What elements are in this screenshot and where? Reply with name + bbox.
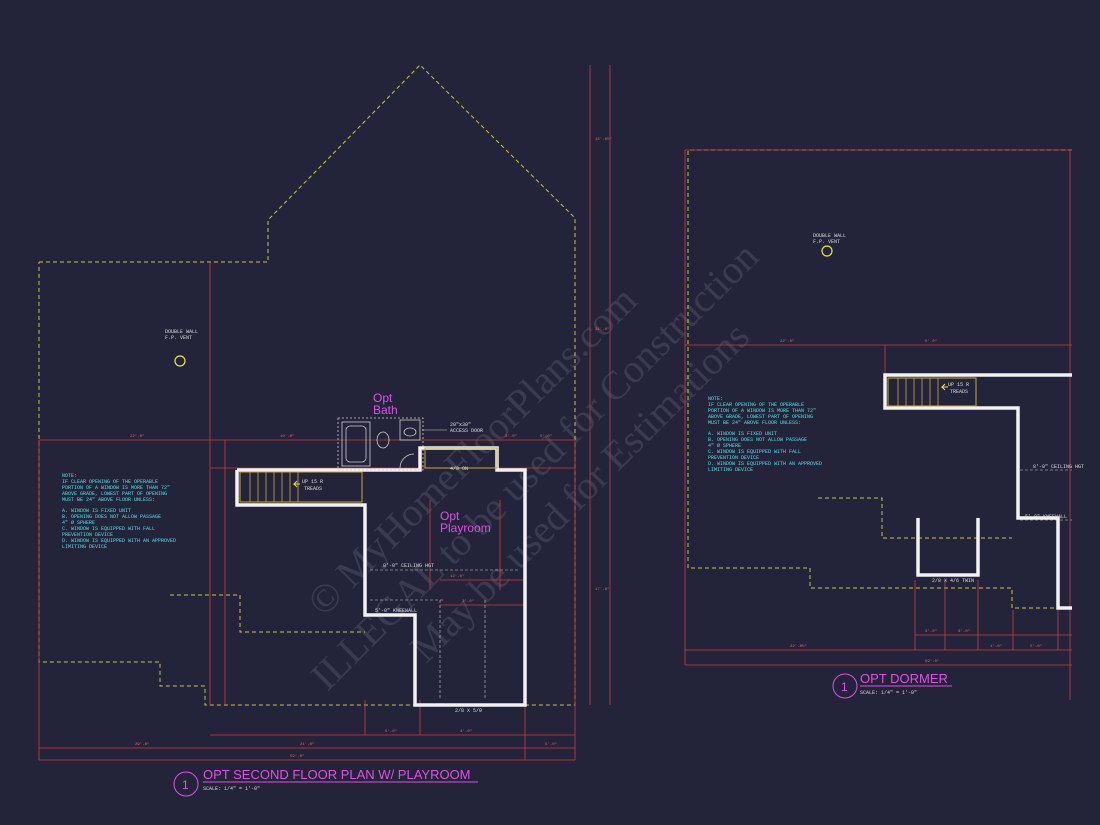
svg-text:15'-0½": 15'-0½" bbox=[595, 137, 612, 142]
svg-text:B. OPENING DOES NOT ALLOW PAS: B. OPENING DOES NOT ALLOW PASSAGE bbox=[62, 514, 161, 520]
plan-number-circle-right bbox=[832, 673, 858, 699]
svg-text:D. WINDOW IS EQUIPPED WITH AN: D. WINDOW IS EQUIPPED WITH AN APPROVED bbox=[708, 461, 822, 467]
svg-text:4" Ø SPHERE: 4" Ø SPHERE bbox=[62, 519, 95, 526]
plan-title-right: OPT DORMER bbox=[860, 671, 948, 686]
svg-text:4" Ø SPHERE: 4" Ø SPHERE bbox=[708, 442, 741, 449]
stair-label-right-2: TREADS bbox=[950, 389, 968, 395]
svg-text:D. WINDOW IS EQUIPPED WITH AN: D. WINDOW IS EQUIPPED WITH AN APPROVED bbox=[62, 538, 176, 544]
svg-text:NOTE:: NOTE: bbox=[708, 396, 723, 402]
svg-text:22'-0": 22'-0" bbox=[780, 339, 794, 344]
svg-text:29'-8": 29'-8" bbox=[135, 742, 149, 747]
svg-text:5'-0": 5'-0" bbox=[1030, 644, 1042, 649]
plan-number-circle-left bbox=[173, 771, 199, 797]
svg-text:C. WINDOW IS EQUIPPED WITH FA: C. WINDOW IS EQUIPPED WITH FALL bbox=[62, 526, 155, 532]
roof-outline-right bbox=[687, 149, 1072, 609]
right-plan: 22'-0" 5'-0" 22'-0½" 59'-0" 3'-0" 3'-0" … bbox=[684, 149, 1084, 700]
room-bath-line1: Opt bbox=[373, 391, 393, 405]
room-bath-line2: Bath bbox=[373, 403, 398, 417]
svg-text:IF CLEAR OPENING OF THE OPERAB: IF CLEAR OPENING OF THE OPERABLE bbox=[708, 402, 804, 408]
stair-left: UP 15 R TREADS bbox=[239, 471, 363, 503]
svg-text:59'-0": 59'-0" bbox=[925, 659, 939, 664]
plan-scale-right: SCALE: 1/4" = 1'-0" bbox=[860, 690, 917, 696]
dimension-lines-left bbox=[38, 65, 611, 761]
plan-scale-left: SCALE: 1/4" = 1'-0" bbox=[203, 786, 260, 792]
access-door-label-1: 20"x30" bbox=[450, 422, 471, 428]
vent-circle-right bbox=[821, 245, 833, 257]
plan-number-left: 1 bbox=[182, 778, 189, 792]
svg-text:PORTION OF A WINDOW IS MORE TH: PORTION OF A WINDOW IS MORE THAN 72" bbox=[708, 408, 816, 414]
vent-label-right-2: F.P. VENT bbox=[813, 239, 840, 245]
svg-text:ABOVE GRADE, LOWEST PART OF OP: ABOVE GRADE, LOWEST PART OF OPENING bbox=[708, 414, 813, 420]
vent-label-left-1: DOUBLE WALL bbox=[165, 329, 198, 335]
svg-text:21'-0": 21'-0" bbox=[595, 327, 609, 332]
svg-text:10'-0": 10'-0" bbox=[280, 434, 294, 439]
svg-text:PREVENTION DEVICE: PREVENTION DEVICE bbox=[708, 455, 759, 461]
room-playroom-line2: Playroom bbox=[440, 521, 491, 535]
stair-label-left-2: TREADS bbox=[304, 486, 322, 492]
access-door-label-2: ACCESS DOOR bbox=[450, 428, 483, 434]
bath-fixtures bbox=[337, 417, 424, 471]
svg-text:12'-0": 12'-0" bbox=[450, 574, 464, 579]
svg-text:5'-0": 5'-0" bbox=[540, 434, 552, 439]
stair-right: UP 15 R TREADS bbox=[887, 377, 977, 407]
interior-dashed-lines bbox=[370, 569, 520, 700]
walls-right bbox=[883, 373, 1072, 610]
dimension-labels-left: 29'-8" 21'-0" 59'-0" 22'-0" 10'-0" 3'-0"… bbox=[130, 137, 612, 759]
vent-circle-left bbox=[174, 355, 186, 367]
roof-valley-right bbox=[818, 497, 1012, 539]
kneewall-label-right: 5'-0" KNEEWALL bbox=[1025, 514, 1067, 520]
roof-valley-left bbox=[170, 594, 365, 633]
svg-text:21'-0": 21'-0" bbox=[300, 742, 314, 747]
door-label-left: 4/0 ON bbox=[450, 466, 468, 472]
svg-text:ABOVE GRADE, LOWEST PART OF OP: ABOVE GRADE, LOWEST PART OF OPENING bbox=[62, 491, 167, 497]
vent-label-left-2: F.P. VENT bbox=[165, 335, 192, 341]
notes-left: NOTE: IF CLEAR OPENING OF THE OPERABLE P… bbox=[62, 473, 176, 550]
svg-text:3'-0": 3'-0" bbox=[958, 629, 970, 634]
svg-text:LIMITING DEVICE: LIMITING DEVICE bbox=[62, 544, 107, 550]
svg-text:NOTE:: NOTE: bbox=[62, 473, 77, 479]
left-plan: 29'-8" 21'-0" 59'-0" 22'-0" 10'-0" 3'-0"… bbox=[38, 64, 612, 797]
svg-text:3'-0": 3'-0" bbox=[925, 629, 937, 634]
window-label-right: 2/8 X 4/6 TWIN bbox=[932, 578, 974, 584]
ceiling-label-left: 8'-0" CEILING HGT bbox=[383, 563, 434, 569]
svg-text:LIMITING DEVICE: LIMITING DEVICE bbox=[708, 467, 753, 473]
svg-text:MUST BE 24" ABOVE FLOOR UNLESS: MUST BE 24" ABOVE FLOOR UNLESS: bbox=[62, 497, 155, 503]
plan-title-left: OPT SECOND FLOOR PLAN W/ PLAYROOM bbox=[203, 767, 471, 782]
window-label-left: 2/8 X 5/0 bbox=[455, 708, 482, 714]
plan-number-right: 1 bbox=[841, 680, 848, 694]
dimension-labels-right: 22'-0" 5'-0" 22'-0½" 59'-0" 3'-0" 3'-0" … bbox=[780, 339, 1042, 664]
attic-access-door bbox=[424, 447, 498, 469]
ceiling-label-right: 8'-0" CEILING HGT bbox=[1033, 464, 1084, 470]
svg-text:C. WINDOW IS EQUIPPED WITH FA: C. WINDOW IS EQUIPPED WITH FALL bbox=[708, 449, 801, 455]
svg-text:17'-6": 17'-6" bbox=[595, 587, 609, 592]
svg-text:5'-0": 5'-0" bbox=[385, 729, 397, 734]
kneewall-label-left: 5'-0" KNEEWALL bbox=[375, 608, 417, 614]
svg-text:MUST BE 24" ABOVE FLOOR UNLESS: MUST BE 24" ABOVE FLOOR UNLESS: bbox=[708, 420, 801, 426]
svg-text:3'-0": 3'-0" bbox=[460, 729, 472, 734]
stair-label-left: UP 15 R bbox=[302, 479, 323, 485]
svg-text:3'-0": 3'-0" bbox=[505, 434, 517, 439]
stair-label-right: UP 15 R bbox=[948, 382, 969, 388]
svg-text:22'-0": 22'-0" bbox=[130, 434, 144, 439]
svg-text:1'-0": 1'-0" bbox=[990, 644, 1002, 649]
svg-text:5'-0": 5'-0" bbox=[545, 742, 557, 747]
notes-right: NOTE: IF CLEAR OPENING OF THE OPERABLE P… bbox=[708, 396, 822, 473]
svg-text:22'-0½": 22'-0½" bbox=[790, 644, 807, 649]
svg-text:3'-0": 3'-0" bbox=[462, 599, 474, 604]
svg-text:PORTION OF A WINDOW IS MORE TH: PORTION OF A WINDOW IS MORE THAN 72" bbox=[62, 485, 170, 491]
svg-text:B. OPENING DOES NOT ALLOW PAS: B. OPENING DOES NOT ALLOW PASSAGE bbox=[708, 437, 807, 443]
walls-left bbox=[235, 446, 527, 707]
svg-text:59'-0": 59'-0" bbox=[290, 754, 304, 759]
svg-text:A. WINDOW IS FIXED UNIT: A. WINDOW IS FIXED UNIT bbox=[708, 431, 777, 437]
dimension-lines-right bbox=[684, 149, 1072, 700]
svg-text:IF CLEAR OPENING OF THE OPERAB: IF CLEAR OPENING OF THE OPERABLE bbox=[62, 479, 158, 485]
svg-text:A. WINDOW IS FIXED UNIT: A. WINDOW IS FIXED UNIT bbox=[62, 508, 131, 514]
svg-text:5'-0": 5'-0" bbox=[925, 339, 937, 344]
svg-text:PREVENTION DEVICE: PREVENTION DEVICE bbox=[62, 532, 113, 538]
vent-label-right-1: DOUBLE WALL bbox=[813, 233, 846, 239]
room-playroom-line1: Opt bbox=[440, 509, 460, 523]
